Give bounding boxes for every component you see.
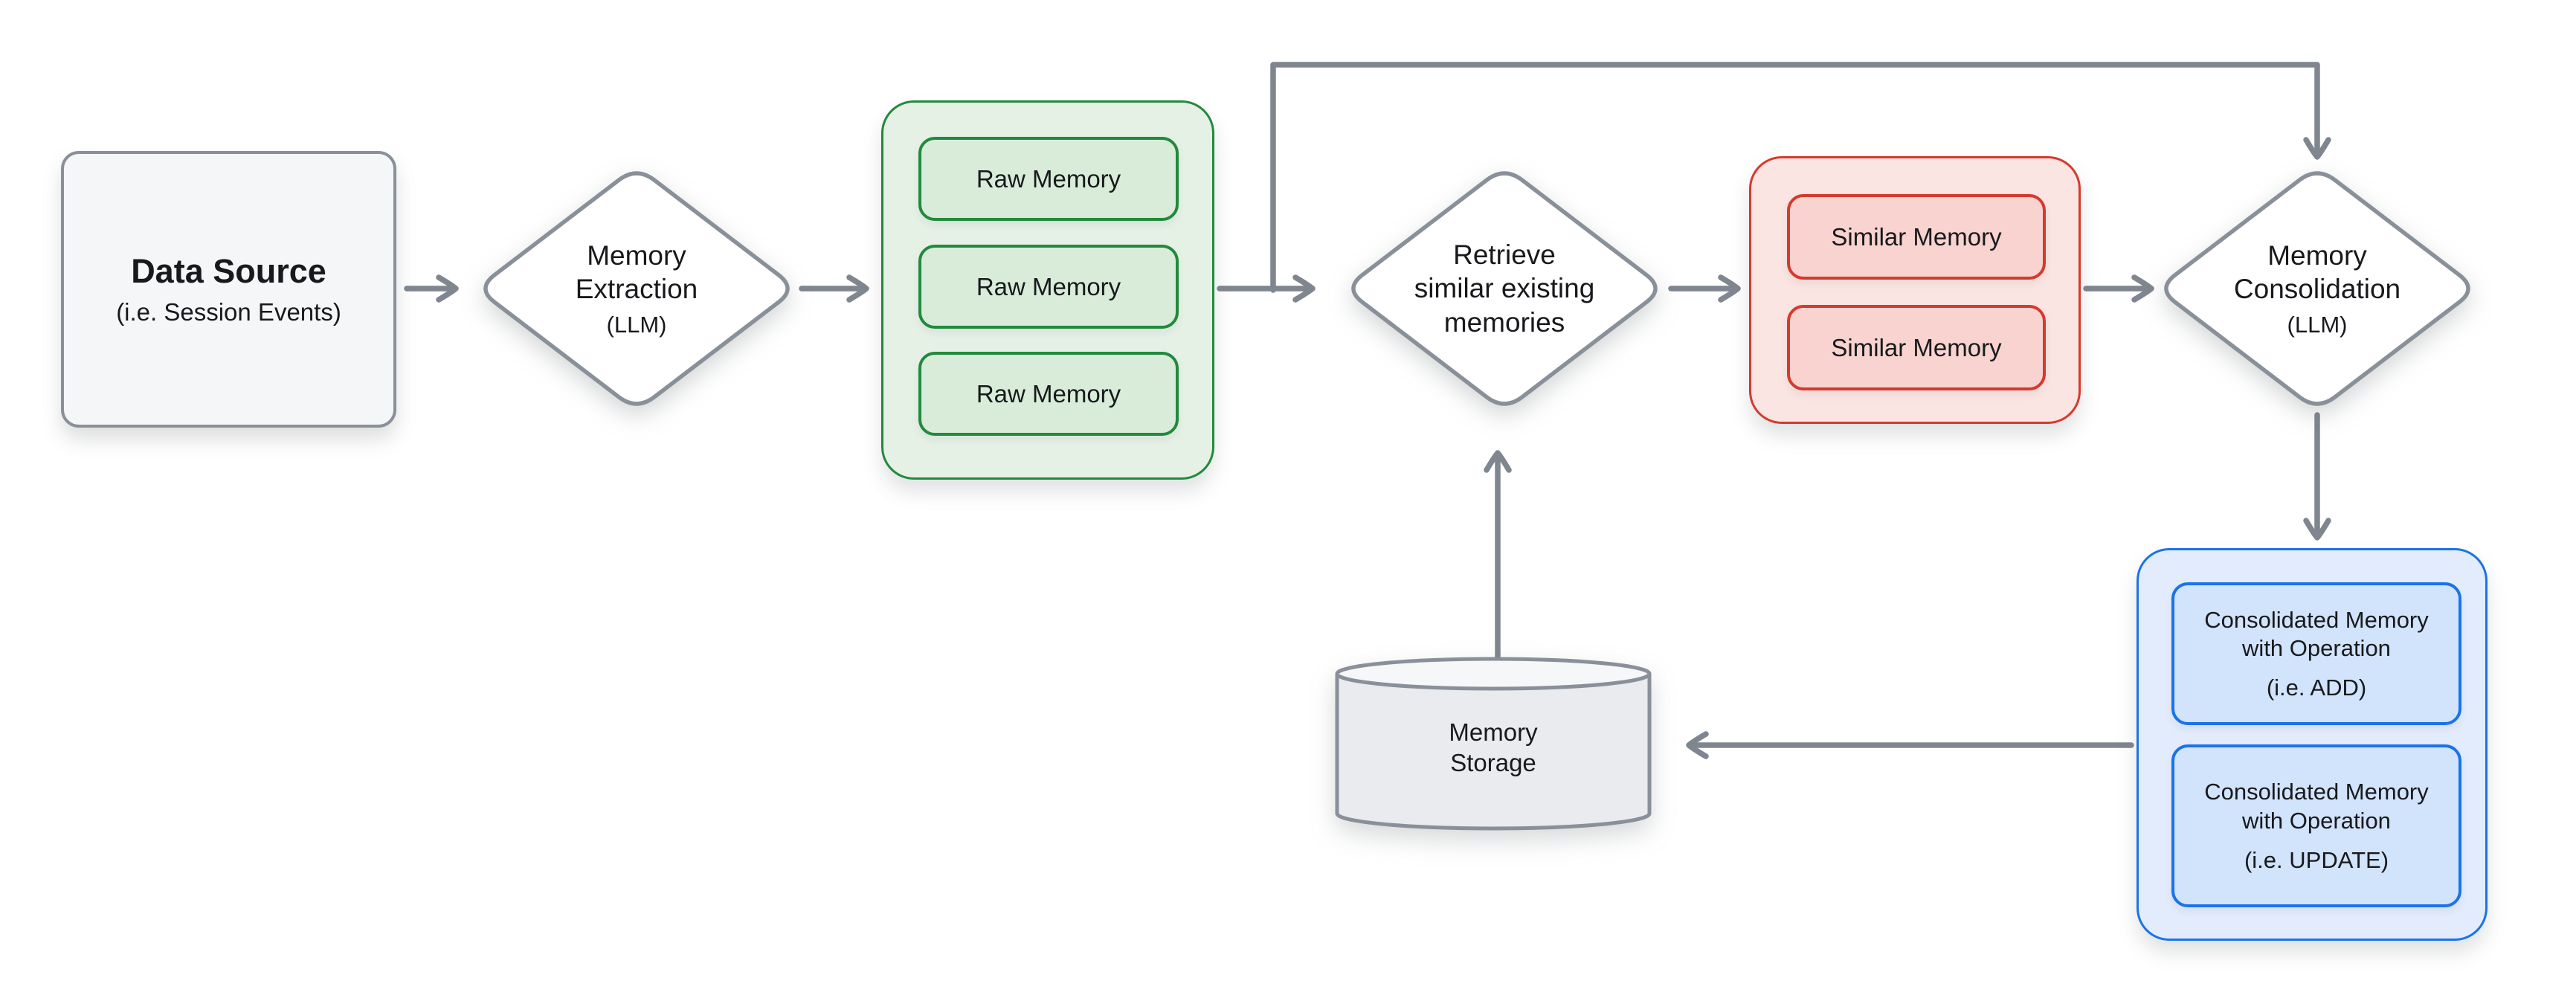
retrieve-similar-label: Retrieve similar existing memories	[1411, 201, 1597, 376]
similar-memory-item: Similar Memory	[1787, 305, 2046, 390]
arrow-rawmemory-to-consolidation-feedback	[1270, 62, 2331, 293]
raw-memory-item: Raw Memory	[918, 352, 1179, 436]
data-source-subtitle: (i.e. Session Events)	[116, 297, 341, 326]
memory-consolidation-title: Memory Consolidation	[2233, 239, 2401, 304]
memory-extraction-label: Memory Extraction (LLM)	[540, 201, 733, 376]
memory-consolidation-label: Memory Consolidation (LLM)	[2221, 201, 2414, 376]
memory-extraction-title: Memory Extraction	[575, 239, 698, 304]
memory-storage-cylinder	[1335, 657, 1652, 831]
data-source-node: Data Source (i.e. Session Events)	[61, 151, 396, 428]
consolidated-memory-title: Consolidated Memory with Operation	[2204, 606, 2429, 662]
cylinder-body	[1337, 674, 1649, 814]
consolidated-memory-operation: (i.e. UPDATE)	[2244, 846, 2389, 873]
raw-memory-item: Raw Memory	[918, 137, 1179, 221]
similar-memory-item: Similar Memory	[1787, 194, 2046, 280]
memory-consolidation-subtitle: (LLM)	[2287, 312, 2348, 338]
data-source-title: Data Source	[131, 252, 326, 291]
consolidated-memory-item: Consolidated Memory with Operation (i.e.…	[2171, 744, 2461, 907]
consolidated-memory-item: Consolidated Memory with Operation (i.e.…	[2171, 582, 2461, 725]
raw-memory-item: Raw Memory	[918, 245, 1179, 329]
consolidated-memory-title: Consolidated Memory with Operation	[2204, 779, 2429, 834]
memory-storage-label: Memory Storage	[1404, 703, 1582, 792]
consolidated-memory-operation: (i.e. ADD)	[2266, 675, 2367, 701]
memory-extraction-subtitle: (LLM)	[606, 312, 667, 338]
consolidated-memory-group: Consolidated Memory with Operation (i.e.…	[2137, 548, 2488, 941]
retrieve-similar-title: Retrieve similar existing memories	[1414, 239, 1595, 338]
cylinder-top-ellipse	[1335, 657, 1652, 691]
raw-memory-group: Raw Memory Raw Memory Raw Memory	[881, 100, 1214, 480]
memory-storage-title: Memory Storage	[1449, 718, 1538, 776]
similar-memory-group: Similar Memory Similar Memory	[1749, 156, 2081, 424]
